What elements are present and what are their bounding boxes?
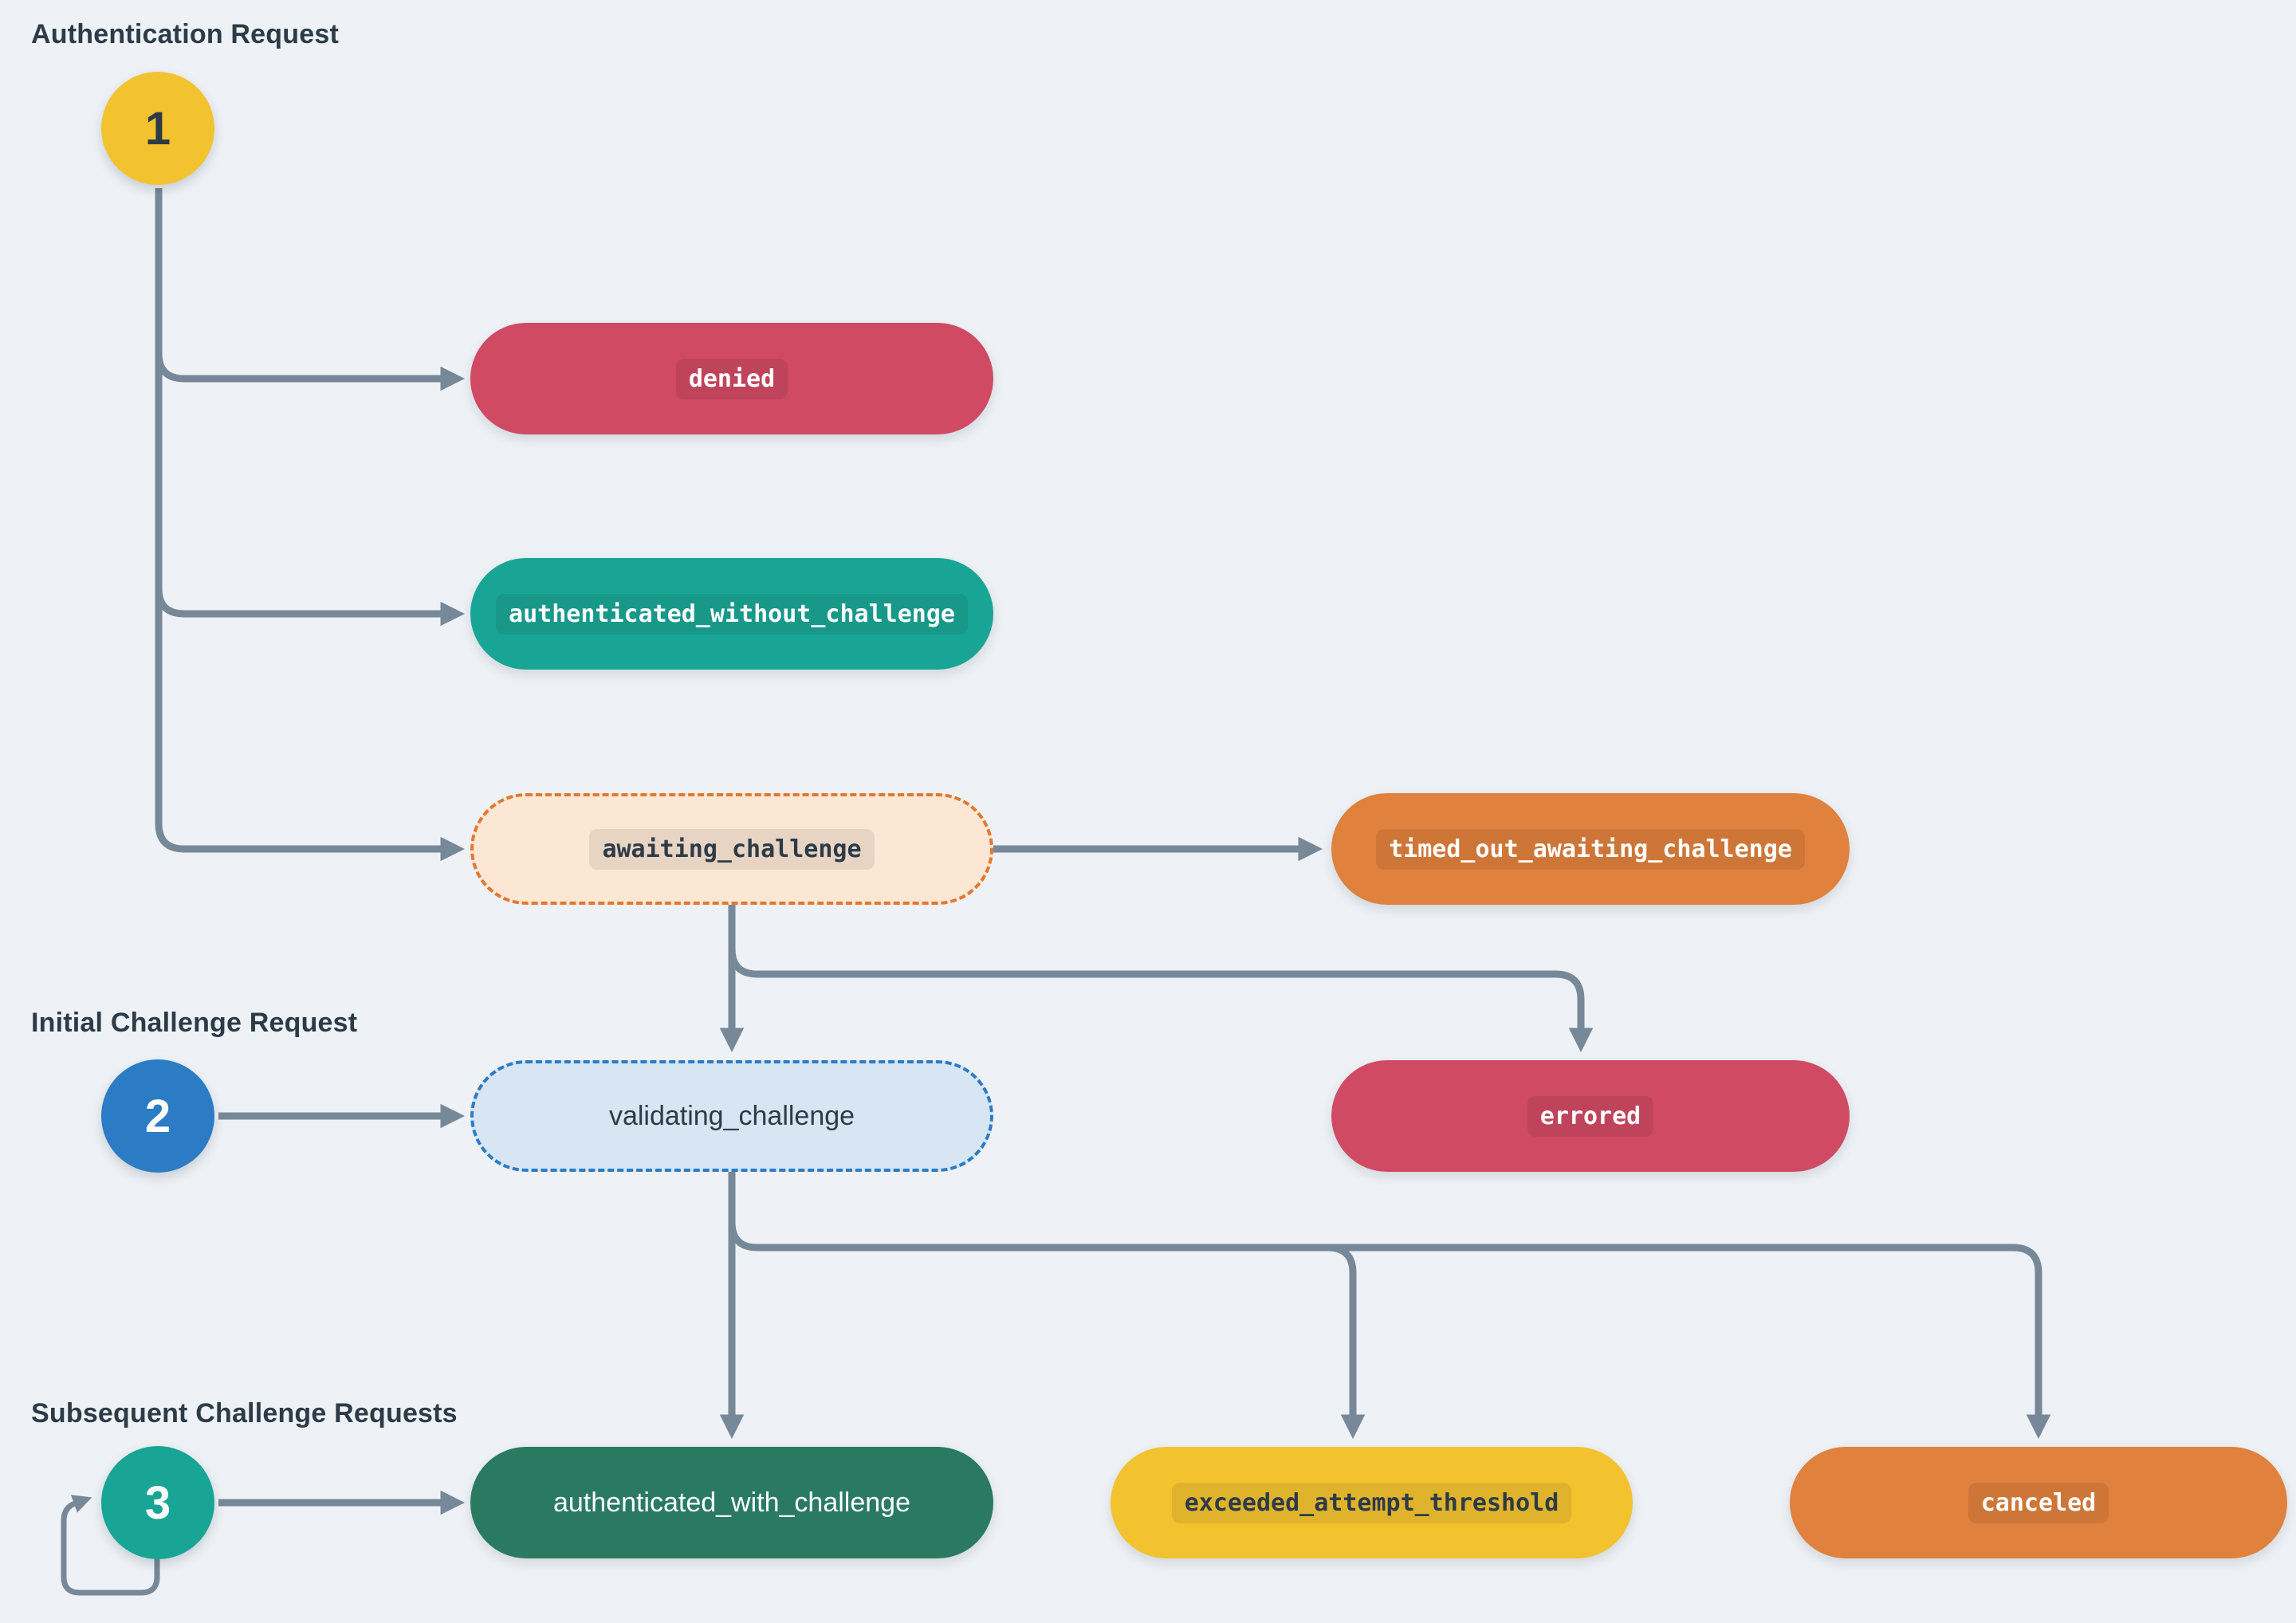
state-node-timed-out-awaiting-challenge: timed_out_awaiting_challenge [1331, 793, 1850, 905]
state-node-canceled: canceled [1790, 1447, 2287, 1558]
edge-step1-awaiting-challenge [155, 188, 466, 862]
edge-awaiting-errored [728, 948, 1594, 1053]
state-node-validating-challenge: validating_challenge [470, 1060, 993, 1172]
state-label-timed-out-awaiting-challenge: timed_out_awaiting_challenge [1376, 828, 1805, 870]
state-label-authenticated-with-challenge: authenticated_with_challenge [552, 1487, 910, 1518]
step-circle-3: 3 [101, 1446, 214, 1559]
section-label-initial-challenge-request: Initial Challenge Request [31, 1008, 358, 1038]
edge-step1-authenticated-without-challenge [155, 588, 466, 627]
state-node-exceeded-attempt-threshold: exceeded_attempt_threshold [1111, 1447, 1633, 1558]
state-label-canceled: canceled [1968, 1482, 2109, 1523]
step-number-3: 3 [144, 1476, 171, 1529]
state-node-authenticated-with-challenge: authenticated_with_challenge [470, 1447, 993, 1558]
state-label-awaiting-challenge: awaiting_challenge [589, 828, 875, 870]
section-label-authentication-request: Authentication Request [31, 19, 339, 49]
state-label-authenticated-without-challenge: authenticated_without_challenge [496, 593, 968, 635]
step-circle-2: 2 [101, 1059, 214, 1173]
state-node-errored: errored [1331, 1060, 1850, 1172]
state-node-denied: denied [470, 323, 993, 434]
step-number-2: 2 [144, 1090, 171, 1142]
state-label-denied: denied [675, 358, 788, 399]
state-node-authenticated-without-challenge: authenticated_without_challenge [470, 558, 993, 670]
state-label-errored: errored [1527, 1095, 1654, 1137]
edge-step1-denied [155, 352, 466, 391]
step-number-1: 1 [144, 102, 171, 155]
section-label-subsequent-challenge-requests: Subsequent Challenge Requests [31, 1398, 458, 1428]
state-label-validating-challenge: validating_challenge [608, 1100, 855, 1131]
step-circle-1: 1 [101, 72, 214, 185]
edge-step3-self-loop [61, 1495, 160, 1596]
edge-validating-canceled [728, 1221, 2051, 1440]
state-node-awaiting-challenge: awaiting_challenge [470, 793, 993, 905]
state-label-exceeded-attempt-threshold: exceeded_attempt_threshold [1171, 1482, 1572, 1523]
edge-validating-exceeded [1327, 1244, 1366, 1440]
